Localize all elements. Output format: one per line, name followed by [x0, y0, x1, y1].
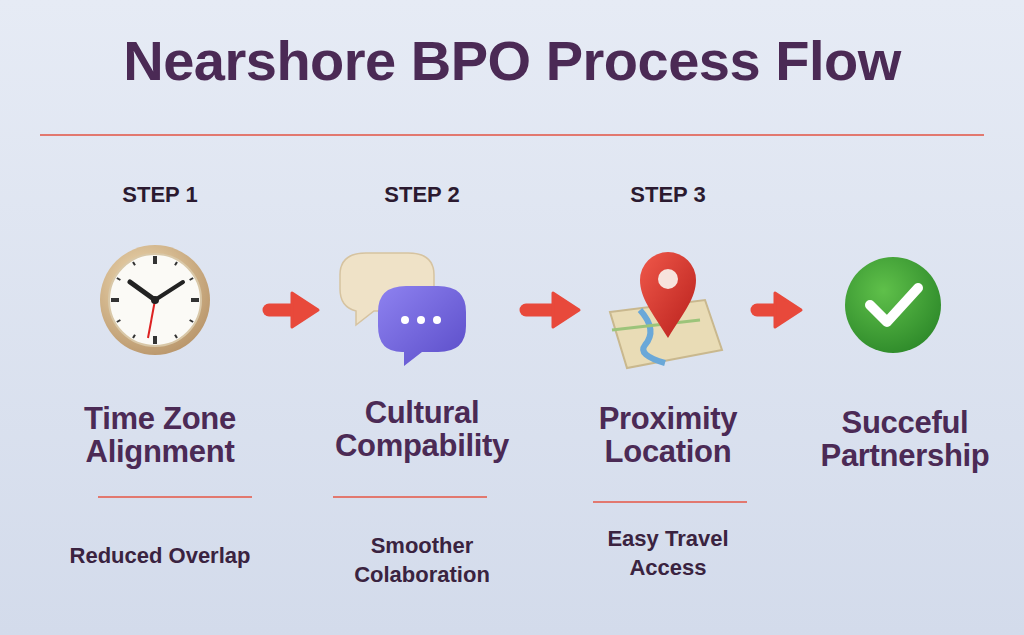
clock-icon [100, 245, 210, 355]
step-label: STEP 3 [583, 182, 753, 208]
step-heading: Succeful Partnership [805, 406, 1005, 473]
flow-step: STEP 1 Time Zone AlignmentReduced Overlap [55, 170, 265, 600]
map-pin-icon [610, 252, 722, 368]
flow-arrow [269, 293, 318, 327]
step-benefit: Smoother Colaboration [322, 532, 522, 589]
step-label: STEP 2 [322, 182, 522, 208]
flow-step: Succeful Partnership [805, 170, 1005, 600]
step-heading: Time Zone Alignment [55, 402, 265, 469]
flow-arrow [757, 293, 801, 327]
step-heading: Proximity Location [583, 402, 753, 469]
diagram-title: Nearshore BPO Process Flow [0, 28, 1024, 93]
flow-step: STEP 3 Proximity LocationEasy Travel Acce… [583, 170, 753, 600]
step-benefit: Reduced Overlap [55, 542, 265, 571]
step-benefit: Easy Travel Access [583, 525, 753, 582]
flow-arrow [526, 293, 579, 327]
step-label: STEP 1 [55, 182, 265, 208]
flow-step: STEP 2 Cultural CompabilitySmoother Colab… [322, 170, 522, 600]
chat-icon [340, 253, 466, 366]
check-icon [845, 257, 941, 353]
step-heading: Cultural Compability [322, 396, 522, 463]
